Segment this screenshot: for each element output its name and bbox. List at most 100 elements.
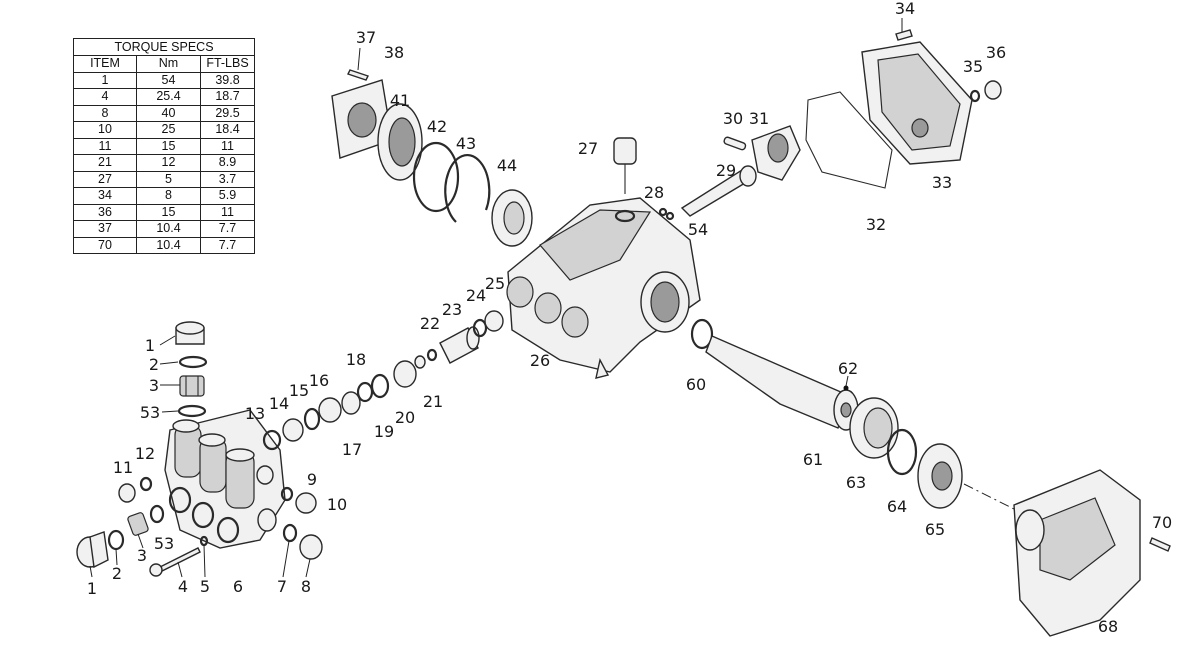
cell-nm: 25	[136, 121, 201, 139]
oring-2-top	[178, 355, 208, 369]
cell-item: 36	[73, 203, 137, 221]
callout: 5	[200, 577, 210, 596]
callout: 54	[688, 220, 708, 239]
bolt-4	[149, 547, 201, 577]
callout: 61	[803, 450, 823, 469]
plug-1-top	[175, 321, 205, 345]
column-header-item: ITEM	[73, 55, 137, 73]
rod-29	[680, 165, 757, 217]
oring-12	[139, 476, 153, 492]
oring-2-bottom	[107, 529, 125, 551]
manifold-part	[164, 409, 286, 549]
callout: 53	[140, 403, 160, 422]
callout: 8	[301, 577, 311, 596]
bolt-34	[895, 29, 913, 41]
bearing-44	[491, 189, 533, 247]
valve-3-top	[179, 375, 205, 397]
callout: 26	[530, 351, 550, 370]
callout: 34	[895, 0, 915, 18]
cell-nm: 15	[136, 137, 201, 155]
column-header-nm: Nm	[136, 55, 201, 73]
callout: 19	[374, 422, 394, 441]
callout: 21	[423, 392, 443, 411]
cell-ftlbs: 18.4	[200, 121, 255, 139]
cell-ftlbs: 3.7	[200, 170, 255, 188]
cell-item: 70	[73, 236, 137, 254]
cell-nm: 40	[136, 104, 201, 122]
plug-11	[118, 483, 136, 503]
callout: 35	[963, 57, 983, 76]
cell-ftlbs: 11	[200, 137, 255, 155]
oring-53-top	[177, 404, 207, 418]
oil-cap-27	[613, 137, 637, 194]
plunger-23	[439, 326, 480, 364]
callout: 42	[427, 117, 447, 136]
plug-36	[984, 80, 1002, 100]
callout: 41	[390, 91, 410, 110]
valve-3-bottom	[127, 512, 149, 536]
seal-19	[370, 373, 390, 399]
callout-labels: 1 2 3 53 13 14 15 16 18 17 19 20 21 22 2…	[87, 0, 1172, 636]
callout: 1	[87, 579, 97, 598]
callout: 4	[178, 577, 188, 596]
callout: 37	[356, 28, 376, 47]
callout: 43	[456, 134, 476, 153]
bolt-37	[347, 69, 369, 81]
column-header-ftlbs: FT-LBS	[200, 55, 255, 73]
oring-28	[658, 207, 668, 217]
bolt-70	[1149, 537, 1171, 552]
cell-item: 27	[73, 170, 137, 188]
callout: 62	[838, 359, 858, 378]
callout: 30	[723, 109, 743, 128]
cell-nm: 25.4	[136, 88, 201, 106]
crankshaft-61	[705, 335, 859, 431]
oring-53-bottom	[149, 504, 165, 524]
callout: 65	[925, 520, 945, 539]
plug-10	[295, 492, 317, 514]
cell-ftlbs: 39.8	[200, 71, 255, 89]
torque-table-title: TORQUE SPECS	[73, 38, 255, 56]
callout: 18	[346, 350, 366, 369]
cell-nm: 5	[136, 170, 201, 188]
washer-35	[969, 89, 981, 103]
nut-21	[414, 355, 426, 369]
cell-item: 1	[73, 71, 137, 89]
washer-22	[426, 348, 438, 362]
callout: 10	[327, 495, 347, 514]
callout: 17	[342, 440, 362, 459]
callout: 63	[846, 473, 866, 492]
callout: 70	[1152, 513, 1172, 532]
oring-42	[412, 141, 460, 213]
callout: 25	[485, 274, 505, 293]
cell-ftlbs: 5.9	[200, 187, 255, 205]
rod-cap-31	[751, 125, 801, 181]
cell-nm: 12	[136, 154, 201, 172]
gasket-32	[805, 91, 893, 189]
cell-ftlbs: 29.5	[200, 104, 255, 122]
callout: 22	[420, 314, 440, 333]
callout: 27	[578, 139, 598, 158]
cell-item: 11	[73, 137, 137, 155]
rear-cover-33	[861, 41, 973, 165]
cell-ftlbs: 18.7	[200, 88, 255, 106]
callout: 28	[644, 183, 664, 202]
cell-nm: 54	[136, 71, 201, 89]
bearing-63	[849, 397, 899, 459]
callout: 68	[1098, 617, 1118, 636]
cell-item: 8	[73, 104, 137, 122]
callout: 16	[309, 371, 329, 390]
callout: 15	[289, 381, 309, 400]
callout: 38	[384, 43, 404, 62]
callout: 24	[466, 286, 486, 305]
seal-18	[356, 381, 374, 403]
cell-ftlbs: 11	[200, 203, 255, 221]
